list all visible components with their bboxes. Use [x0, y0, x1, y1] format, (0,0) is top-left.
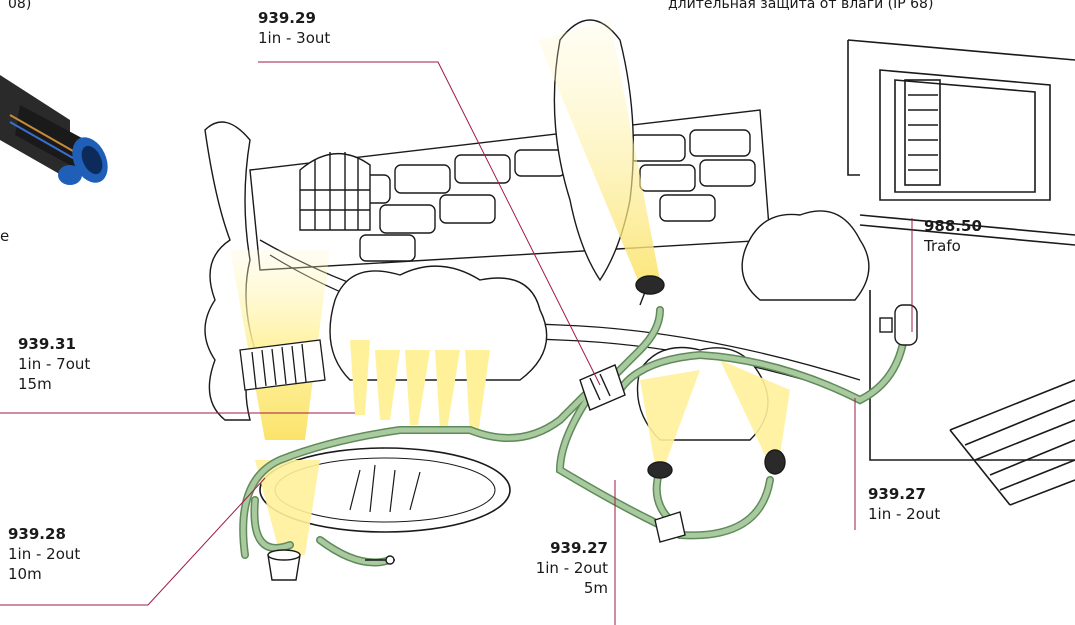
- callout-code: 939.27: [490, 538, 608, 558]
- callout-line: 15m: [18, 374, 90, 394]
- stone-wall: [250, 110, 770, 270]
- callout-code: 939.31: [18, 334, 90, 354]
- callout-code: 939.27: [868, 484, 940, 504]
- clipped-text-top-left: 08): [8, 0, 31, 12]
- spotlight-tree: [636, 276, 664, 305]
- callout-line: 1in - 3out: [258, 28, 330, 48]
- callout-line: Trafo: [924, 236, 982, 256]
- callout-line: 1in - 2out: [8, 544, 80, 564]
- spotlight-left: [648, 462, 672, 478]
- callout-line: 1in - 2out: [868, 504, 940, 524]
- callout-988-50: 988.50 Trafo: [924, 216, 982, 256]
- clipped-text-left: e: [0, 228, 9, 244]
- callout-line: 1in - 7out: [18, 354, 90, 374]
- transformer-988-50: [880, 305, 917, 345]
- callout-939-27-mid: 939.27 1in - 2out 5m: [490, 538, 608, 598]
- callout-line: 1in - 2out: [490, 558, 608, 578]
- callout-code: 939.29: [258, 8, 330, 28]
- callout-code: 939.28: [8, 524, 80, 544]
- spotlight-pond: [268, 550, 300, 580]
- callout-code: 988.50: [924, 216, 982, 236]
- house: [848, 40, 1075, 505]
- callout-939-29: 939.29 1in - 3out: [258, 8, 330, 48]
- cable-connector-product: [0, 75, 115, 189]
- spotlight-right: [765, 450, 785, 474]
- clipped-text-top-right: длительная защита от влаги (IP 68): [668, 0, 933, 12]
- callout-939-31: 939.31 1in - 7out 15m: [18, 334, 90, 394]
- callout-line: 5m: [490, 578, 608, 598]
- callout-line: 10m: [8, 564, 80, 584]
- callout-939-28: 939.28 1in - 2out 10m: [8, 524, 80, 584]
- callout-939-27-right: 939.27 1in - 2out: [868, 484, 940, 524]
